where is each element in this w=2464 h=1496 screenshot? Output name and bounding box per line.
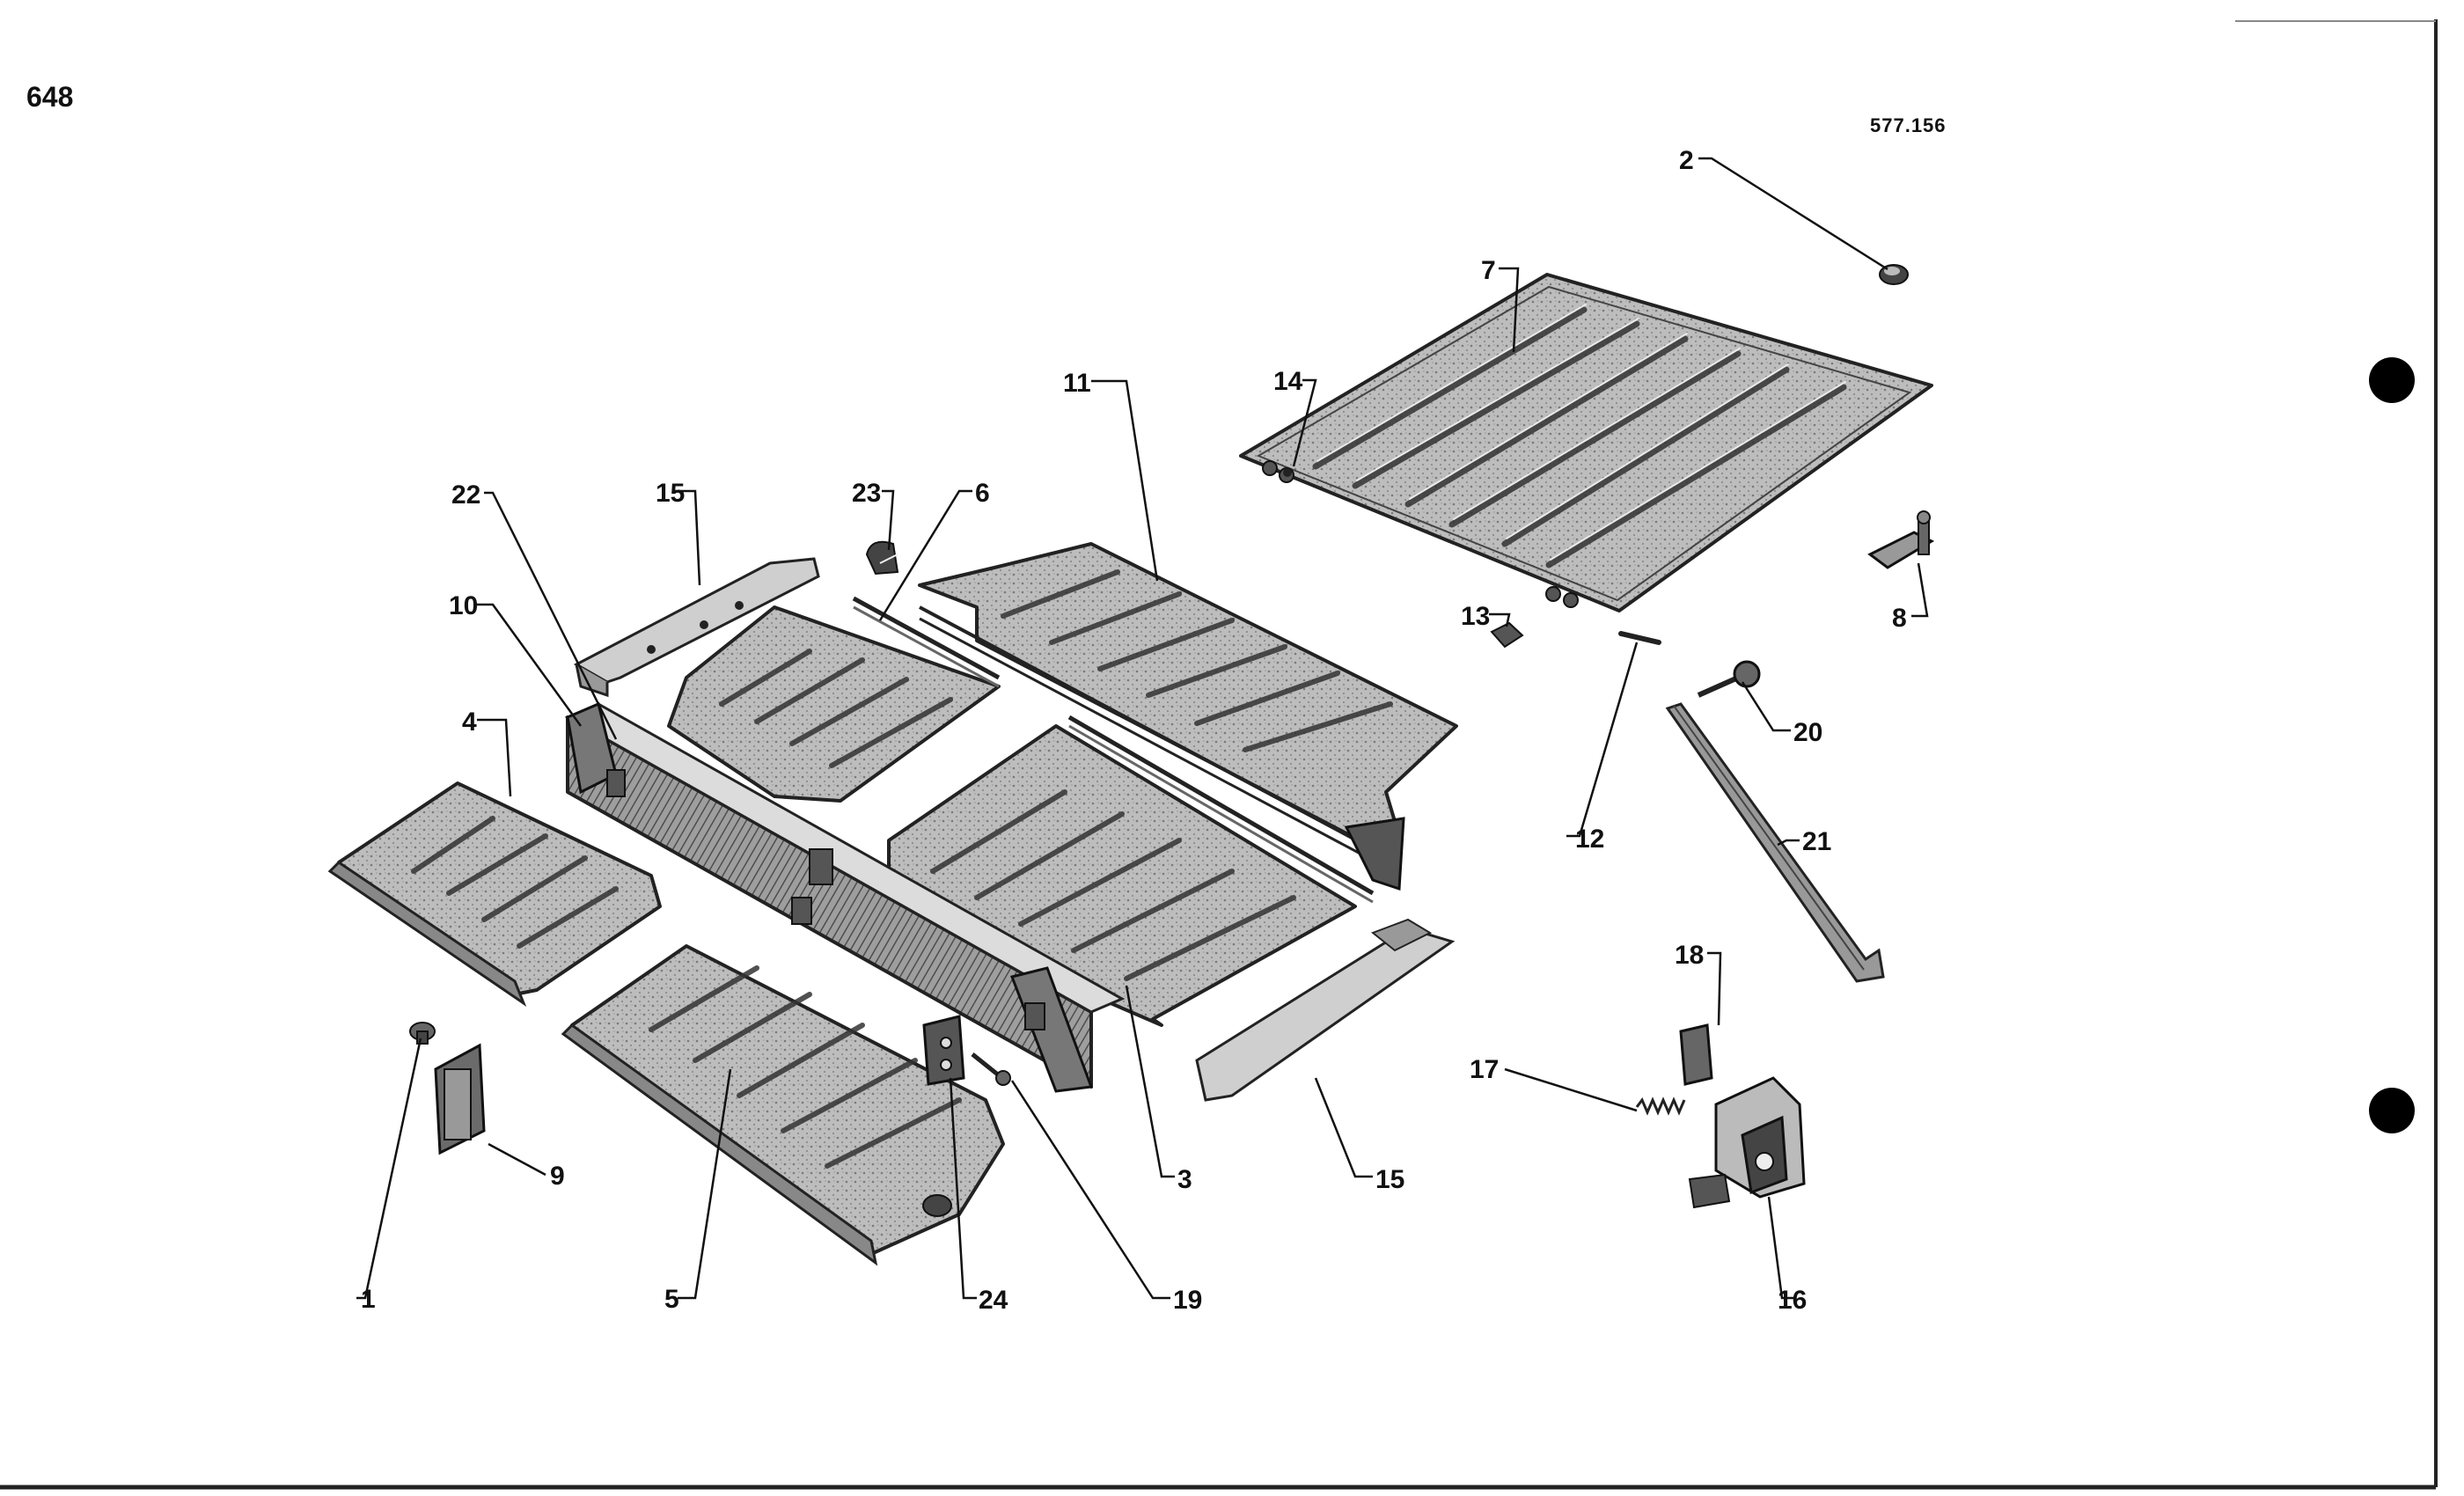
part-20-knob-screw [1697,660,1761,698]
part-17-spring [1635,1096,1686,1116]
part-4-floor-panel [327,781,662,1008]
part-1-plug [409,1022,436,1045]
part-18-tab [1679,1023,1713,1086]
callout-3: 3 [1177,1165,1192,1194]
callout-8: 8 [1892,604,1907,633]
callout-4: 4 [462,708,477,737]
part-15-upper-bracket [573,557,820,698]
callout-2: 2 [1679,146,1694,175]
part-11-floor-panel [918,542,1458,891]
callout-10: 10 [449,591,478,620]
callout-14: 14 [1273,367,1303,396]
part-24-bracket [922,1015,965,1086]
callout-20: 20 [1793,718,1822,747]
callout-16: 16 [1778,1286,1807,1315]
callout-12: 12 [1575,825,1604,854]
callout-21: 21 [1802,827,1831,856]
callout-6: 6 [975,479,990,508]
part-6-floor-panel [667,596,1001,803]
part-23-clip [865,540,899,576]
part-19-bolt [971,1052,1011,1086]
callout-19: 19 [1173,1286,1202,1315]
page-number: 648 [26,81,74,113]
part-9-hinge [434,1043,486,1155]
drawing-code: 577.156 [1870,114,1947,136]
punch-hole-top [2369,357,2415,403]
part-13-clip [1490,621,1524,649]
callout-15-upper: 15 [656,479,685,508]
callout-23: 23 [852,479,881,508]
part-12-pin [1618,631,1661,645]
callout-22: 22 [451,480,480,510]
part-14-hooks [1283,468,1292,477]
callout-7: 7 [1481,256,1496,285]
callout-9: 9 [550,1162,565,1191]
part-8-latch [1867,510,1935,569]
callout-5: 5 [664,1285,679,1314]
part-7-floor-panel [1239,273,1933,612]
punch-hole-bottom [2369,1088,2415,1133]
callout-15-lower: 15 [1375,1165,1404,1194]
callout-17: 17 [1470,1055,1499,1084]
part-16-hinge-bracket [1688,1076,1806,1209]
callout-18: 18 [1675,941,1704,970]
callout-1: 1 [361,1285,376,1314]
callout-11: 11 [1063,369,1091,398]
part-21-support-bar [1665,702,1885,983]
callout-labels: 1 2 3 4 5 6 7 8 9 10 11 12 13 14 15 15 1… [361,146,1907,1315]
part-10-cross-member [564,701,1126,1093]
part-15-lower-bracket [1195,918,1456,1102]
callout-13: 13 [1461,602,1490,631]
callout-24: 24 [979,1286,1008,1315]
leader-lines [356,157,1929,1300]
